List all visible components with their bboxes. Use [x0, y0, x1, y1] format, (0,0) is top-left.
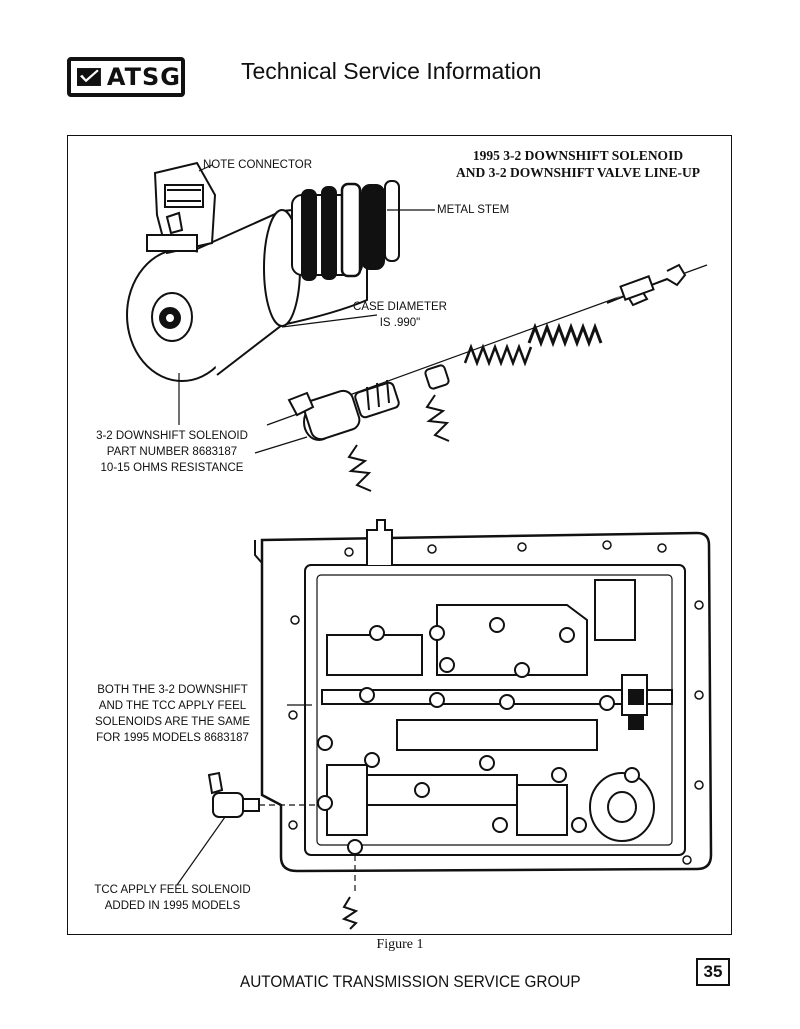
label-tcc-line-1: TCC APPLY FEEL SOLENOID — [94, 884, 251, 896]
valve-body-illustration — [176, 519, 713, 930]
valve-lineup-illustration — [254, 263, 708, 492]
label-both-line-4: FOR 1995 MODELS 8683187 — [96, 732, 249, 744]
figure-frame — [67, 135, 732, 935]
footer-text: AUTOMATIC TRANSMISSION SERVICE GROUP — [240, 972, 581, 991]
checkmark-logo-icon — [77, 68, 101, 86]
page-number: 35 — [696, 958, 730, 986]
label-both-line-2: AND THE TCC APPLY FEEL — [98, 700, 247, 712]
figure-caption: Figure 1 — [376, 937, 424, 952]
figure-title: 1995 3-2 DOWNSHIFT SOLENOID AND 3-2 DOWN… — [428, 147, 728, 181]
label-tcc-solenoid: TCC APPLY FEEL SOLENOID ADDED IN 1995 MO… — [85, 882, 260, 914]
label-downshift-solenoid-line-1: 3-2 DOWNSHIFT SOLENOID — [96, 430, 248, 442]
figure-title-line-2: AND 3-2 DOWNSHIFT VALVE LINE-UP — [455, 165, 701, 180]
label-both-line-3: SOLENOIDS ARE THE SAME — [94, 716, 251, 728]
label-case-diameter: CASE DIAMETER IS .990" — [340, 299, 460, 331]
logo-text: ATSG — [106, 63, 181, 91]
label-case-diameter-line-1: CASE DIAMETER — [353, 301, 447, 313]
label-downshift-solenoid-line-3: 10-15 OHMS RESISTANCE — [100, 462, 244, 474]
label-downshift-solenoid: 3-2 DOWNSHIFT SOLENOID PART NUMBER 86831… — [82, 428, 262, 476]
label-both-line-1: BOTH THE 3-2 DOWNSHIFT — [97, 684, 248, 696]
large-solenoid-illustration — [126, 161, 435, 425]
page-title: Technical Service Information — [241, 58, 542, 84]
label-metal-stem: METAL STEM — [437, 204, 510, 216]
figure-title-line-1: 1995 3-2 DOWNSHIFT SOLENOID — [472, 148, 684, 163]
label-tcc-line-2: ADDED IN 1995 MODELS — [104, 900, 241, 912]
label-note-connector: NOTE CONNECTOR — [203, 159, 313, 171]
label-downshift-solenoid-line-2: PART NUMBER 8683187 — [106, 446, 238, 458]
atsg-logo: ATSG — [67, 57, 185, 97]
solenoid-diagram — [126, 161, 713, 930]
label-case-diameter-line-2: IS .990" — [379, 317, 421, 329]
label-both-solenoids: BOTH THE 3-2 DOWNSHIFT AND THE TCC APPLY… — [80, 682, 265, 746]
